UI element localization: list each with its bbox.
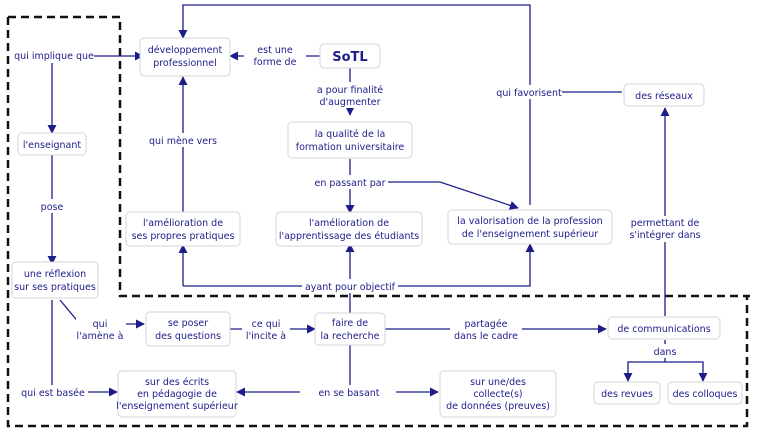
node-reflexion: une réflexion sur ses pratiques bbox=[11, 261, 99, 299]
svg-text:la qualité de la: la qualité de la bbox=[315, 129, 386, 140]
svg-text:dans: dans bbox=[654, 347, 677, 358]
node-sotl: SoTL bbox=[319, 43, 381, 69]
svg-text:des colloques: des colloques bbox=[673, 389, 738, 400]
node-collectes: sur une/des collecte(s) de données (preu… bbox=[439, 370, 557, 418]
svg-text:de l'enseignement supérieur: de l'enseignement supérieur bbox=[462, 229, 598, 240]
link-pose: pose bbox=[38, 199, 66, 213]
svg-text:l'incite à: l'incite à bbox=[246, 331, 286, 342]
link-est-une-forme: est une forme de bbox=[244, 43, 306, 69]
svg-text:des questions: des questions bbox=[155, 331, 221, 342]
node-valorisation: la valorisation de la profession de l'en… bbox=[447, 209, 613, 245]
node-questions: se poser des questions bbox=[145, 311, 231, 347]
svg-text:est une: est une bbox=[257, 45, 293, 56]
svg-text:qui mène vers: qui mène vers bbox=[149, 136, 217, 147]
svg-text:l'amélioration de: l'amélioration de bbox=[143, 218, 223, 229]
svg-text:une réflexion: une réflexion bbox=[24, 269, 86, 280]
svg-text:de données (preuves): de données (preuves) bbox=[446, 401, 550, 412]
svg-text:qui favorisent: qui favorisent bbox=[496, 88, 562, 99]
svg-text:l'amène à: l'amène à bbox=[77, 331, 124, 342]
link-ayant-objectif: ayant pour objectif bbox=[302, 279, 398, 293]
svg-text:qui implique que: qui implique que bbox=[14, 51, 94, 62]
svg-text:en pédagogie de: en pédagogie de bbox=[137, 389, 217, 400]
svg-text:collecte(s): collecte(s) bbox=[473, 389, 522, 400]
svg-text:l'enseignement supérieur: l'enseignement supérieur bbox=[116, 401, 238, 412]
svg-text:la valorisation de la professi: la valorisation de la profession bbox=[457, 216, 602, 227]
svg-text:sur des écrits: sur des écrits bbox=[145, 377, 209, 388]
link-dans: dans bbox=[651, 344, 679, 358]
link-amene: qui l'amène à bbox=[76, 317, 126, 343]
svg-text:qui est basée: qui est basée bbox=[21, 388, 85, 399]
svg-text:développement: développement bbox=[148, 45, 223, 56]
svg-text:sur ses pratiques: sur ses pratiques bbox=[14, 282, 96, 293]
link-qui-implique: qui implique que bbox=[14, 49, 94, 63]
node-communications: de communications bbox=[607, 316, 721, 340]
link-permettant: permettant de s'intégrer dans bbox=[626, 216, 704, 242]
svg-text:d'augmenter: d'augmenter bbox=[319, 97, 380, 108]
node-ecrits: sur des écrits en pédagogie de l'enseign… bbox=[116, 370, 238, 418]
link-incite: ce qui l'incite à bbox=[242, 317, 290, 343]
svg-text:sur une/des: sur une/des bbox=[470, 377, 526, 388]
node-revues: des revues bbox=[593, 381, 661, 405]
node-developpement-professionnel: développement professionnel bbox=[139, 37, 231, 77]
svg-text:des réseaux: des réseaux bbox=[635, 91, 693, 102]
svg-text:la recherche: la recherche bbox=[321, 331, 380, 342]
svg-text:qui: qui bbox=[93, 319, 108, 330]
svg-text:se poser: se poser bbox=[168, 318, 208, 329]
link-en-passant-par: en passant par bbox=[312, 175, 388, 189]
link-mene-vers: qui mène vers bbox=[146, 133, 220, 147]
link-pour-finalite: a pour finalité d'augmenter bbox=[306, 82, 394, 108]
svg-text:permettant de: permettant de bbox=[631, 218, 700, 229]
svg-text:formation universitaire: formation universitaire bbox=[296, 142, 405, 153]
svg-text:l'amélioration de: l'amélioration de bbox=[309, 218, 389, 229]
svg-text:forme de: forme de bbox=[254, 57, 297, 68]
svg-text:dans le cadre: dans le cadre bbox=[454, 331, 518, 342]
node-qualite-formation: la qualité de la formation universitaire bbox=[287, 121, 413, 159]
svg-text:ses propres pratiques: ses propres pratiques bbox=[132, 231, 235, 242]
svg-text:l'enseignant: l'enseignant bbox=[23, 140, 81, 151]
node-reseaux: des réseaux bbox=[623, 83, 705, 107]
dashed-group-lower bbox=[6, 17, 749, 428]
svg-text:professionnel: professionnel bbox=[153, 58, 217, 69]
node-recherche: faire de la recherche bbox=[314, 312, 386, 346]
dashed-group-upper bbox=[8, 15, 750, 298]
svg-text:en passant par: en passant par bbox=[315, 178, 386, 189]
link-en-se-basant: en se basant bbox=[302, 385, 396, 399]
svg-text:des revues: des revues bbox=[601, 389, 653, 400]
link-favorisent: qui favorisent bbox=[496, 85, 562, 99]
node-colloques: des colloques bbox=[667, 381, 743, 405]
svg-text:l'apprentissage des étudiants: l'apprentissage des étudiants bbox=[279, 231, 419, 242]
svg-text:partagée: partagée bbox=[464, 319, 507, 330]
node-amelioration-pratiques: l'amélioration de ses propres pratiques bbox=[125, 211, 241, 247]
svg-text:ce qui: ce qui bbox=[252, 319, 281, 330]
link-basee: qui est basée bbox=[18, 385, 88, 399]
svg-text:s'intégrer dans: s'intégrer dans bbox=[629, 230, 700, 241]
node-enseignant: l'enseignant bbox=[17, 132, 87, 156]
svg-text:ayant pour objectif: ayant pour objectif bbox=[305, 282, 396, 293]
svg-text:pose: pose bbox=[41, 202, 64, 213]
link-partagee: partagée dans le cadre bbox=[450, 317, 522, 343]
svg-text:SoTL: SoTL bbox=[332, 50, 367, 65]
node-amelioration-apprentissage: l'amélioration de l'apprentissage des ét… bbox=[275, 211, 423, 247]
svg-text:faire de: faire de bbox=[332, 318, 368, 329]
svg-text:en se basant: en se basant bbox=[318, 388, 379, 399]
svg-text:a pour finalité: a pour finalité bbox=[317, 85, 383, 96]
svg-text:de communications: de communications bbox=[617, 324, 710, 335]
